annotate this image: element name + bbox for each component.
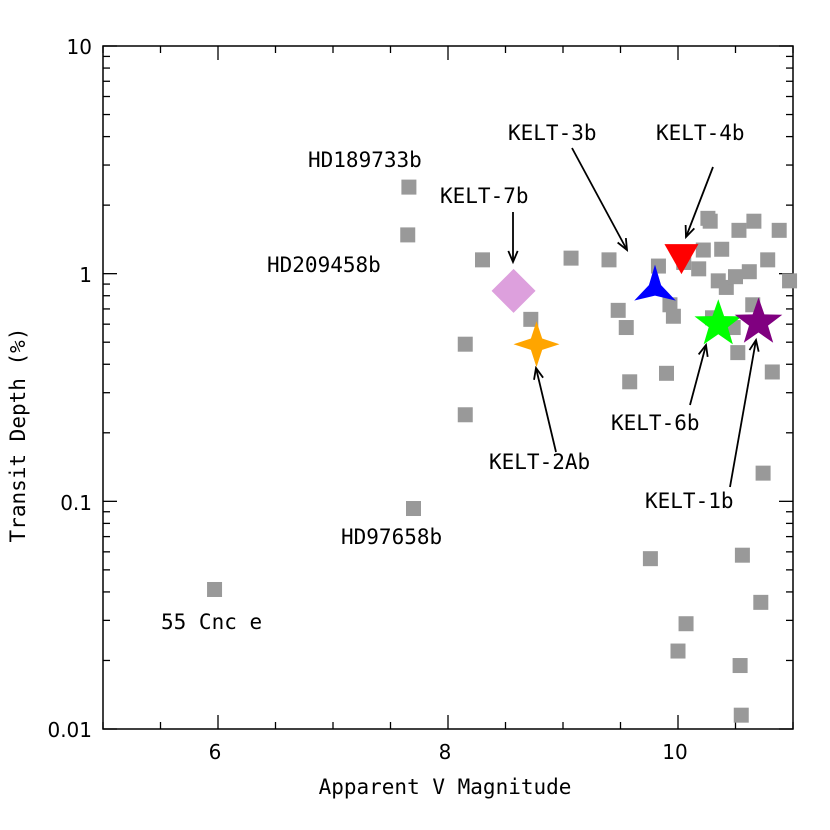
annotation-arrow [535,367,557,453]
annotation-arrow [689,344,707,406]
label-kelt-7b: KELT-7b [440,184,529,208]
data-point-square [678,616,694,632]
y-tick-label-0.1: 0.1 [60,491,92,515]
label-55-cnc-e: 55 Cnc e [161,610,262,634]
data-point-square [401,179,417,195]
arrow-head [684,224,695,240]
label-kelt-6b: KELT-6b [611,411,700,435]
data-point-square [523,311,539,327]
label-kelt-1b: KELT-1b [645,489,734,513]
data-point-square [691,261,707,277]
data-point-square [662,297,678,313]
arrow-head [617,237,629,253]
data-point-square [733,707,749,723]
data-point-square [728,269,743,285]
data-point-square [730,345,746,361]
data-point-square [734,547,750,563]
y-tick-label-10: 10 [67,35,92,59]
arrow-head [533,365,544,380]
label-kelt-4b: KELT-4b [656,121,745,145]
data-point-square [731,222,747,238]
annotation-arrow [729,339,757,488]
label-kelt-3b: KELT-3b [508,121,597,145]
data-point-square [665,308,681,324]
x-axis-title: Apparent V Magnitude [319,775,572,799]
data-point-square [610,302,626,318]
label-hd209458b: HD209458b [267,253,381,277]
label-kelt-2ab: KELT-2Ab [489,450,590,474]
y-tick-label-1: 1 [79,263,92,287]
background-points [207,179,798,723]
x-tick-label-10: 10 [662,740,687,764]
data-point-square [753,594,769,610]
x-tick-label-6: 6 [209,740,222,764]
label-hd97658b: HD97658b [341,525,442,549]
data-point-square [475,252,490,268]
label-hd189733b: HD189733b [308,148,422,172]
data-point-square [622,374,638,390]
data-point-square [207,581,223,597]
y-axis-title: Transit Depth (%) [6,328,30,543]
arrow-head [697,342,709,358]
x-tick-label-8: 8 [439,740,452,764]
axis-ticks [102,45,794,730]
data-point-square [741,264,757,280]
data-point-square [760,252,776,268]
data-point-square [642,551,658,567]
y-tick-label-0.01: 0.01 [47,718,92,742]
data-point-square [618,320,634,336]
data-point-square [755,465,771,481]
annotation-arrows [507,147,760,488]
arrow-head [748,337,760,352]
annotation-arrow [571,147,628,251]
data-point-square [771,222,787,238]
data-point-square [457,407,473,423]
marker-kelt-3b [634,264,676,301]
annotation-arrow [685,166,714,238]
marker-kelt-6b [694,299,742,345]
data-point-square [702,213,718,229]
data-point-square [732,658,748,674]
marker-kelt-1b [734,297,783,343]
data-point-square [406,501,421,517]
data-point-square [563,250,579,266]
data-point-square [457,336,473,352]
marker-kelt-7b [491,268,536,313]
data-point-square [714,241,730,257]
arrow-head [507,250,519,265]
data-point-square [670,643,686,659]
marker-kelt-2ab [513,321,560,368]
highlighted-planets [491,244,783,368]
data-point-square [695,242,711,258]
data-point-square [746,213,762,229]
data-point-square [400,227,416,243]
data-point-square [601,252,617,268]
data-point-square [782,273,798,289]
marker-kelt-4b [664,244,699,275]
data-point-square [764,364,780,380]
data-point-square [659,365,674,381]
